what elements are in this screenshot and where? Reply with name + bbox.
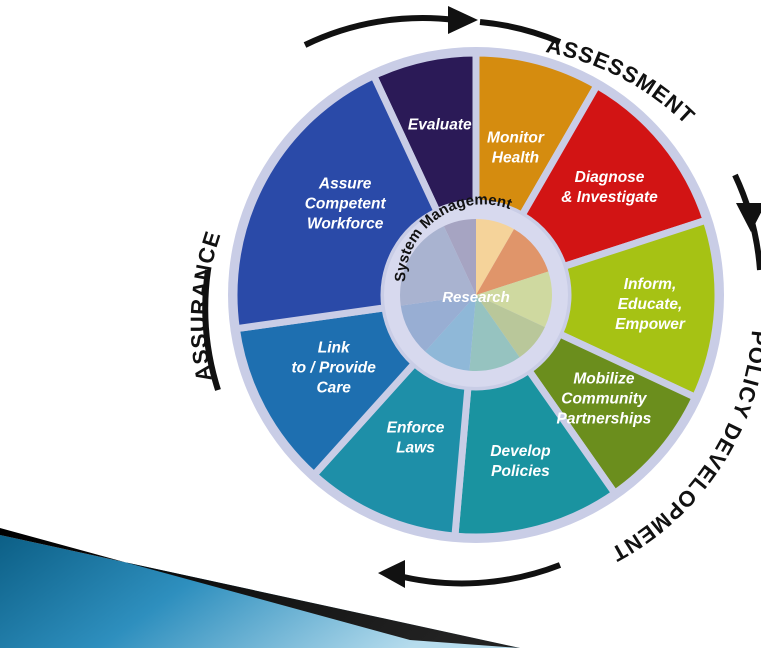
arrow-bottom <box>394 562 562 587</box>
slice-label-line: Empower <box>615 316 686 333</box>
slice-label-line: Evaluate <box>408 117 472 134</box>
center-label-research: Research <box>442 289 510 306</box>
slice-label-line: Workforce <box>307 215 384 232</box>
slice-label-line: Inform, <box>624 276 677 293</box>
slice-label-line: Policies <box>491 463 550 480</box>
slice-label-diagnose: Diagnose & Investigate <box>561 169 658 206</box>
center-wedge <box>400 226 476 306</box>
center-wedge <box>469 295 520 371</box>
slice-label-line: Health <box>492 150 539 167</box>
center-wedge <box>476 219 514 295</box>
slice-label-line: Laws <box>396 440 435 457</box>
center-wedge <box>476 271 552 328</box>
center-wedge <box>400 295 476 352</box>
arrowhead-right <box>736 203 761 232</box>
slice-label-evaluate: Evaluate <box>408 117 472 134</box>
phase-assurance: ASSURANCE <box>186 228 226 384</box>
slice-label-line: & Investigate <box>561 189 658 206</box>
slice-label-line: Mobilize <box>573 371 635 388</box>
slice-label-line: Competent <box>305 195 387 212</box>
arrow-top <box>303 15 456 48</box>
slice-label-line: Care <box>316 380 351 397</box>
arrow-heads <box>378 6 761 588</box>
slice-label-line: Community <box>561 391 648 408</box>
slice-label-inform: Inform, Educate, Empower <box>615 276 686 333</box>
center-wedge <box>443 219 476 295</box>
slice-label-line: Assure <box>318 175 372 192</box>
slice-label-line: Link <box>318 340 351 357</box>
slice-label-line: Enforce <box>387 420 445 437</box>
center-wedge <box>476 229 549 295</box>
slice-label-line: Diagnose <box>575 169 645 186</box>
arrowhead-top <box>448 6 478 34</box>
slice-label-line: Monitor <box>487 130 545 147</box>
slice-label-line: to / Provide <box>291 360 376 377</box>
slice-label-line: Develop <box>490 443 550 460</box>
arrowhead-bottom <box>378 560 405 588</box>
center-wedge <box>476 295 545 358</box>
decorative-ribbon <box>0 528 520 648</box>
slice-label-line: Educate, <box>618 296 683 313</box>
arrow-left <box>202 269 221 391</box>
center-wedge <box>425 295 476 371</box>
slice-label-line: Partnerships <box>557 411 652 428</box>
